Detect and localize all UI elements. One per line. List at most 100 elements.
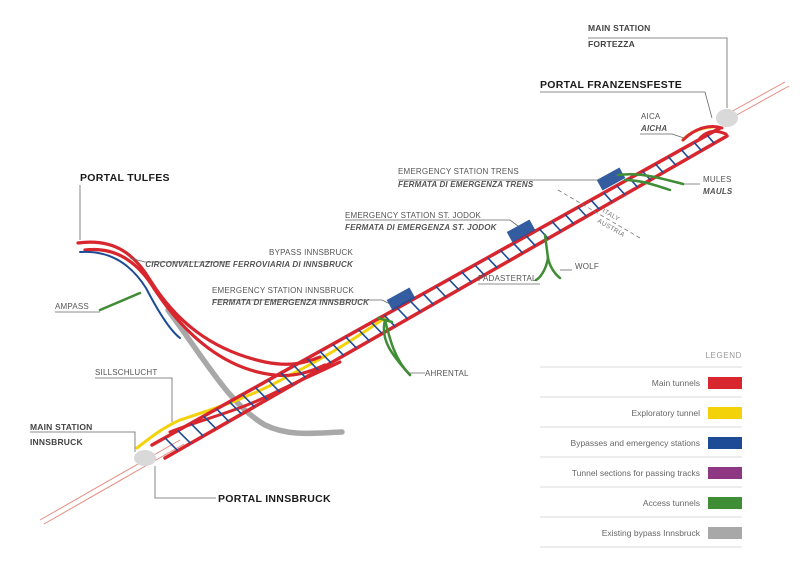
- emergency-station-innsbruck-block: [386, 287, 416, 311]
- map-labels: MAIN STATION FORTEZZA PORTAL FRANZENSFES…: [30, 23, 733, 505]
- label-mauls: MAULS: [703, 187, 733, 196]
- callout-sillschlucht: [95, 377, 173, 422]
- callout-main-station-fortezza: [588, 37, 728, 108]
- callout-portal-innsbruck: [154, 466, 216, 499]
- label-emergency-trens: EMERGENCY STATION TRENS: [398, 167, 519, 176]
- cross-passage: [461, 271, 473, 283]
- label-ampass: AMPASS: [55, 302, 89, 311]
- legend-item-swatch: [708, 437, 742, 449]
- label-bypass-innsbruck: BYPASS INNSBRUCK: [269, 248, 353, 257]
- border-line-italy-austria: [557, 189, 641, 239]
- cross-passage: [164, 437, 179, 452]
- cross-passage: [280, 372, 294, 386]
- cross-passage: [228, 401, 243, 415]
- legend-item-swatch: [708, 377, 742, 389]
- callout-main-station-innsbruck: [30, 431, 136, 452]
- label-main-station-fortezza-line2: FORTEZZA: [588, 39, 635, 49]
- main-tunnel-tulfes-east: [83, 247, 327, 378]
- cross-passage: [254, 386, 268, 401]
- cross-passage: [293, 365, 307, 379]
- cross-passage: [564, 213, 575, 225]
- main-tunnel-fortezza-west: [681, 125, 724, 142]
- label-main-station-innsbruck-line1: MAIN STATION: [30, 422, 93, 432]
- cross-passage: [499, 249, 511, 261]
- access-tunnel-mules-b: [623, 178, 672, 192]
- label-portal-innsbruck: PORTAL INNSBRUCK: [218, 493, 331, 505]
- label-emergency-innsbruck: EMERGENCY STATION INNSBRUCK: [212, 286, 354, 295]
- cross-passage: [332, 343, 345, 357]
- cross-passage: [616, 185, 626, 196]
- cross-passage: [190, 422, 204, 437]
- access-tunnels: [98, 172, 685, 377]
- cross-passage: [435, 285, 447, 298]
- cross-passage: [693, 141, 703, 152]
- station-marker-innsbruck: [134, 450, 156, 466]
- cross-passage: [706, 134, 715, 144]
- label-sillschlucht: SILLSCHLUCHT: [95, 368, 157, 377]
- callout-aica: [640, 133, 685, 139]
- cross-passage: [603, 192, 613, 203]
- label-bypass-innsbruck-it: CIRCONVALLAZIONE FERROVIARIA DI INNSBRUC…: [145, 260, 354, 269]
- cross-passage: [538, 228, 549, 239]
- legend-item-label: Existing bypass Innsbruck: [602, 528, 701, 538]
- cross-passage: [370, 321, 383, 335]
- label-padastertal: PADASTERTAL: [478, 274, 537, 283]
- emergency-stations: [79, 167, 626, 339]
- label-main-station-fortezza-line1: MAIN STATION: [588, 23, 651, 33]
- callout-lines: [30, 37, 728, 499]
- station-marker-fortezza: [716, 109, 738, 127]
- label-portal-tulfes: PORTAL TULFES: [80, 172, 170, 184]
- legend-item-label: Bypasses and emergency stations: [571, 438, 700, 448]
- track-line-south: [39, 439, 181, 521]
- legend-item-swatch: [708, 527, 742, 539]
- label-ahrental: AHRENTAL: [425, 369, 469, 378]
- bypass-tulfes-inner: [79, 250, 181, 339]
- label-aicha: AICHA: [640, 124, 667, 133]
- emergency-station-stjodok-block: [506, 219, 536, 243]
- label-emergency-stjodok: EMERGENCY STATION ST. JODOK: [345, 211, 482, 220]
- callout-bypass-innsbruck: [129, 257, 230, 263]
- label-portal-franzensfeste: PORTAL FRANZENSFESTE: [540, 79, 682, 91]
- legend-item-label: Access tunnels: [643, 498, 700, 508]
- label-wolf: WOLF: [575, 262, 599, 271]
- access-tunnel-wolf-right: [546, 256, 562, 280]
- label-mules: MULES: [703, 175, 732, 184]
- cross-passage: [525, 235, 536, 247]
- label-aica: AICA: [641, 112, 661, 121]
- access-tunnel-ahrental-stem: [376, 316, 394, 324]
- cross-passage: [396, 307, 409, 320]
- cross-passage: [680, 149, 690, 159]
- cross-passage: [667, 156, 677, 166]
- cross-passage: [654, 163, 664, 174]
- callout-portal-franzensfeste: [540, 91, 713, 119]
- access-tunnel-mules: [616, 172, 685, 186]
- cross-passage: [577, 206, 588, 218]
- callout-emergency-innsbruck: [212, 299, 391, 305]
- main-tunnel-fortezza-east: [698, 129, 728, 140]
- main-tunnel-tulfes-west: [76, 240, 322, 366]
- callout-emergency-stjodok: [345, 219, 519, 227]
- cross-passage: [357, 329, 370, 342]
- legend-item-label: Main tunnels: [652, 378, 700, 388]
- cross-passage: [306, 357, 319, 371]
- track-line-south: [43, 443, 185, 525]
- access-tunnel-wolf: [543, 233, 550, 260]
- label-emergency-stjodok-it: FERMATA DI EMERGENZA ST. JODOK: [345, 223, 498, 232]
- access-tunnel-ampass: [98, 291, 142, 312]
- cross-passage: [345, 336, 358, 349]
- cross-passage: [319, 350, 332, 364]
- label-main-station-innsbruck-line2: INNSBRUCK: [30, 437, 83, 447]
- cross-passage: [215, 408, 230, 422]
- cross-passage: [474, 264, 485, 276]
- cross-passages: [164, 134, 715, 452]
- legend-item-label: Exploratory tunnel: [631, 408, 700, 418]
- cross-passage: [422, 293, 434, 305]
- legend-title: LEGEND: [706, 351, 743, 360]
- access-tunnel-wolf-left: [534, 256, 550, 282]
- legend-item-swatch: [708, 497, 742, 509]
- cross-passage: [590, 199, 600, 210]
